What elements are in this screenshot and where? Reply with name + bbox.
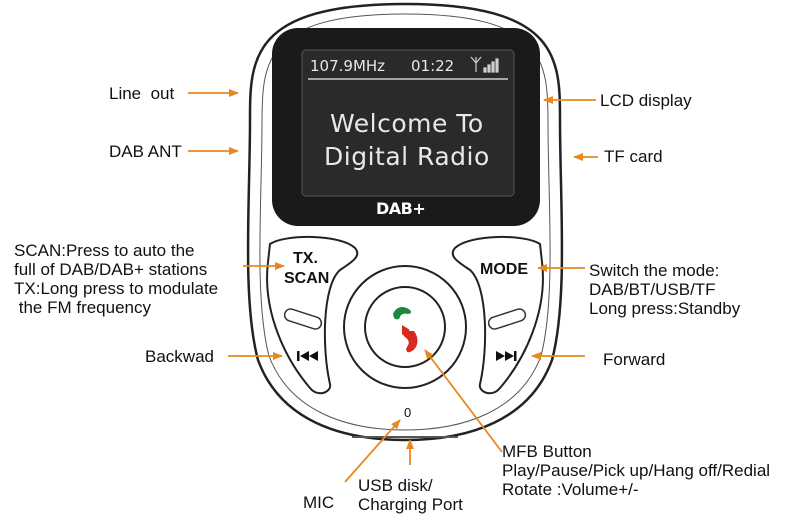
label-mfb-button: MFB Button Play/Pause/Pick up/Hang off/R…: [502, 442, 771, 499]
label-mic: MIC: [303, 493, 335, 512]
label-mode-desc: Switch the mode: DAB/BT/USB/TF Long pres…: [589, 261, 741, 318]
label-scan-desc: SCAN:Press to auto the full of DAB/DAB+ …: [14, 241, 219, 317]
lcd-screen: [301, 49, 515, 197]
label-lcd-display: LCD display: [600, 91, 692, 110]
label-backward: Backwad: [145, 347, 214, 366]
tx-label: TX.: [293, 250, 318, 267]
screen-welcome-line2: Digital Radio: [324, 142, 490, 171]
screen-time: 01:22: [411, 57, 455, 75]
phone-icon: [393, 306, 418, 353]
screen-frequency: 107.9MHz: [310, 57, 386, 75]
callout-arrows: [188, 89, 598, 483]
label-forward: Forward: [603, 350, 666, 369]
label-tf-card: TF card: [604, 147, 663, 166]
label-usb-port: USB disk/ Charging Port: [358, 476, 463, 514]
scan-label: SCAN: [284, 270, 330, 287]
screen-welcome-line1: Welcome To: [330, 109, 484, 138]
dab-plus-logo: DAB+: [376, 199, 426, 218]
mic-hole: 0: [404, 405, 412, 420]
label-dab-ant: DAB ANT: [109, 142, 182, 161]
signal-antenna-icon: [470, 56, 499, 73]
label-line-out: Line out: [109, 84, 175, 103]
next-track-icon[interactable]: [496, 351, 517, 361]
prev-track-icon[interactable]: [297, 351, 318, 361]
mode-label: MODE: [480, 261, 528, 278]
